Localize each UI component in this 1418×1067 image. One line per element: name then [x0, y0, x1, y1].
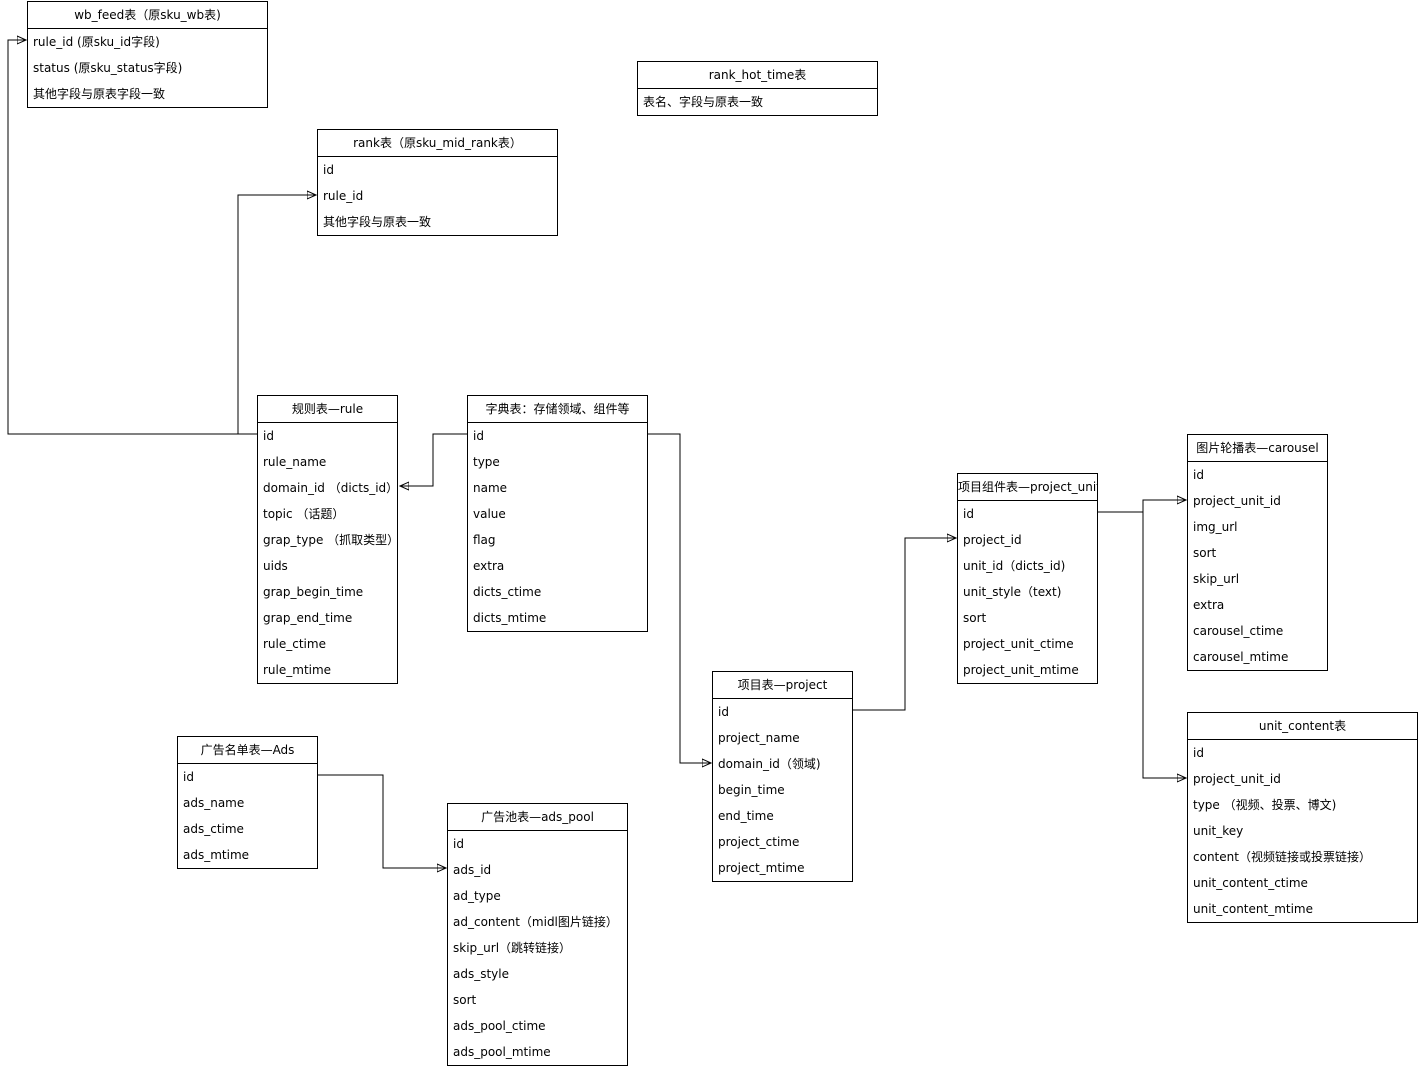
field-ad-type: ad_type	[453, 889, 501, 903]
field-dicts-mtime: dicts_mtime	[473, 611, 547, 625]
entity-title: rank_hot_time表	[638, 62, 877, 89]
field-sort: sort	[453, 993, 477, 1007]
field-skip-url: skip_url	[1193, 572, 1240, 586]
entity-title: 广告名单表—Ads	[178, 737, 317, 764]
relation-project-unit-to-unit-content	[1098, 511, 1186, 778]
field-ad-content: ad_content（midl图片链接）	[453, 915, 618, 929]
field-unit-style: unit_style（text)	[963, 585, 1062, 599]
field-domain-id: domain_id （dicts_id）	[263, 481, 397, 495]
field-id: id	[963, 507, 974, 521]
field-sort: sort	[963, 611, 987, 625]
entity-title: 字典表：存储领域、组件等	[468, 396, 647, 423]
field-carousel-mtime: carousel_mtime	[1193, 650, 1289, 664]
field-ads-name: ads_name	[183, 796, 245, 810]
field-grap-end-time: grap_end_time	[263, 611, 353, 625]
entity-rank[interactable]: rank表（原sku_mid_rank表） id rule_id 其他字段与原表…	[317, 129, 558, 236]
field-status: status (原sku_status字段)	[33, 61, 183, 75]
entity-rule[interactable]: 规则表—rule id rule_name domain_id （dicts_i…	[257, 395, 398, 684]
entity-title: unit_content表	[1188, 713, 1417, 740]
field-project-name: project_name	[718, 731, 800, 745]
field-grap-begin-time: grap_begin_time	[263, 585, 364, 599]
field-rule-name: rule_name	[263, 455, 327, 469]
relation-ads-to-ads-pool	[318, 774, 446, 868]
field-id: id	[1193, 746, 1204, 760]
field-dicts-ctime: dicts_ctime	[473, 585, 542, 599]
field-skip-url: skip_url（跳转链接）	[453, 941, 572, 955]
field-content: content（视频链接或投票链接）	[1193, 850, 1371, 864]
field-project-unit-id: project_unit_id	[1193, 772, 1281, 786]
field-unit-id: unit_id（dicts_id)	[963, 559, 1066, 573]
field-name: name	[473, 481, 508, 495]
entity-project[interactable]: 项目表—project id project_name domain_id（领域…	[712, 671, 853, 882]
field-id: id	[473, 429, 484, 443]
field-begin-time: begin_time	[718, 783, 785, 797]
entity-title: 图片轮播表—carousel	[1188, 435, 1327, 462]
field-flag: flag	[473, 533, 496, 547]
field-img-url: img_url	[1193, 520, 1238, 534]
entity-title: wb_feed表（原sku_wb表)	[28, 2, 267, 29]
field-ads-mtime: ads_mtime	[183, 848, 250, 862]
field-extra: extra	[473, 559, 505, 573]
field-sort: sort	[1193, 546, 1217, 560]
relation-rule-to-wb-feed	[7, 40, 258, 435]
field-uids: uids	[263, 559, 288, 573]
field-extra: extra	[1193, 598, 1225, 612]
field-id: id	[453, 837, 464, 851]
field-end-time: end_time	[718, 809, 774, 823]
field-ads-pool-mtime: ads_pool_mtime	[453, 1045, 551, 1059]
field-project-ctime: project_ctime	[718, 835, 800, 849]
field-rule-id: rule_id (原sku_id字段)	[33, 35, 160, 49]
relation-dicts-to-project	[648, 433, 711, 763]
entity-unit-content[interactable]: unit_content表 id project_unit_id type （视…	[1187, 712, 1418, 923]
field-grap-type: grap_type （抓取类型）	[263, 533, 397, 547]
field-project-unit-ctime: project_unit_ctime	[963, 637, 1074, 651]
entity-title: 项目表—project	[713, 672, 852, 699]
entity-title: 规则表—rule	[258, 396, 397, 423]
entity-title: 项目组件表—project_unit	[958, 474, 1097, 501]
field-rule-id: rule_id	[323, 189, 364, 203]
field-ads-pool-ctime: ads_pool_ctime	[453, 1019, 546, 1033]
field-other: 其他字段与原表一致	[323, 215, 432, 229]
entity-title: rank表（原sku_mid_rank表）	[318, 130, 557, 157]
field-topic: topic （话题）	[263, 507, 345, 521]
field-id: id	[323, 163, 334, 177]
field-id: id	[183, 770, 194, 784]
field-id: id	[1193, 468, 1204, 482]
field-carousel-ctime: carousel_ctime	[1193, 624, 1284, 638]
field-unit-content-mtime: unit_content_mtime	[1193, 902, 1313, 916]
field-project-unit-mtime: project_unit_mtime	[963, 663, 1079, 677]
field-value: value	[473, 507, 506, 521]
relation-project-to-project-unit	[853, 538, 956, 711]
field-type: type	[473, 455, 500, 469]
entity-title: 广告池表—ads_pool	[448, 804, 627, 831]
entity-ads[interactable]: 广告名单表—Ads id ads_name ads_ctime ads_mtim…	[177, 736, 318, 869]
field-other: 其他字段与原表字段一致	[33, 87, 166, 101]
relation-dicts-to-rule	[400, 433, 468, 486]
field-unit-key: unit_key	[1193, 824, 1244, 838]
field-unit-content-ctime: unit_content_ctime	[1193, 876, 1308, 890]
field-id: id	[718, 705, 729, 719]
entity-wb-feed[interactable]: wb_feed表（原sku_wb表) rule_id (原sku_id字段) s…	[27, 1, 268, 108]
entity-rank-hot-time[interactable]: rank_hot_time表 表名、字段与原表一致	[637, 61, 878, 116]
field-rule-mtime: rule_mtime	[263, 663, 332, 677]
relation-rule-to-rank	[237, 195, 316, 435]
entity-ads-pool[interactable]: 广告池表—ads_pool id ads_id ad_type ad_conte…	[447, 803, 628, 1066]
field-type: type （视频、投票、博文)	[1193, 798, 1337, 812]
entity-project-unit[interactable]: 项目组件表—project_unit id project_id unit_id…	[957, 473, 1098, 684]
field-project-id: project_id	[963, 533, 1022, 547]
field-ads-style: ads_style	[453, 967, 509, 981]
field-rule-ctime: rule_ctime	[263, 637, 326, 651]
field-ads-ctime: ads_ctime	[183, 822, 244, 836]
field-project-mtime: project_mtime	[718, 861, 805, 875]
entity-dicts[interactable]: 字典表：存储领域、组件等 id type name value flag ext…	[467, 395, 648, 632]
entity-carousel[interactable]: 图片轮播表—carousel id project_unit_id img_ur…	[1187, 434, 1328, 671]
field-project-unit-id: project_unit_id	[1193, 494, 1281, 508]
field-note: 表名、字段与原表一致	[643, 95, 764, 109]
relation-project-unit-to-carousel	[1098, 500, 1186, 513]
field-ads-id: ads_id	[453, 863, 492, 877]
field-id: id	[263, 429, 274, 443]
field-domain-id: domain_id（领域)	[718, 757, 821, 771]
